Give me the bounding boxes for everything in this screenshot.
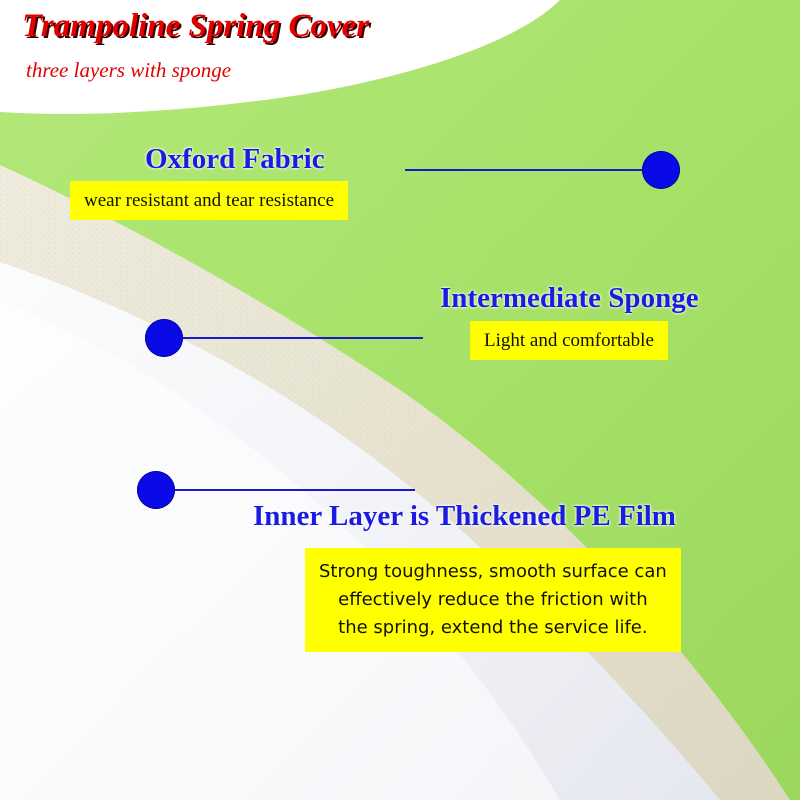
intermediate-sponge-heading: Intermediate Sponge — [440, 282, 699, 314]
film-marker-dot — [137, 471, 175, 509]
oxford-pointer-line — [405, 169, 657, 171]
oxford-fabric-note: wear resistant and tear resistance — [70, 181, 349, 220]
intermediate-sponge-note: Light and comfortable — [470, 321, 668, 360]
pe-film-note-line: Strong toughness, smooth surface can — [319, 561, 667, 582]
sponge-pointer-line — [168, 337, 423, 339]
pe-film-note-line: the spring, extend the service life. — [338, 617, 648, 638]
pe-film-heading: Inner Layer is Thickened PE Film — [253, 500, 676, 532]
sponge-marker-dot — [145, 319, 183, 357]
pe-film-note-line: effectively reduce the friction with — [338, 589, 648, 610]
oxford-marker-dot — [642, 151, 680, 189]
page-title: Trampoline Spring Cover — [22, 8, 370, 44]
oxford-fabric-heading: Oxford Fabric — [145, 143, 325, 175]
film-pointer-line — [160, 489, 415, 491]
page-subtitle: three layers with sponge — [26, 58, 232, 82]
pe-film-note: Strong toughness, smooth surface can eff… — [305, 548, 681, 652]
